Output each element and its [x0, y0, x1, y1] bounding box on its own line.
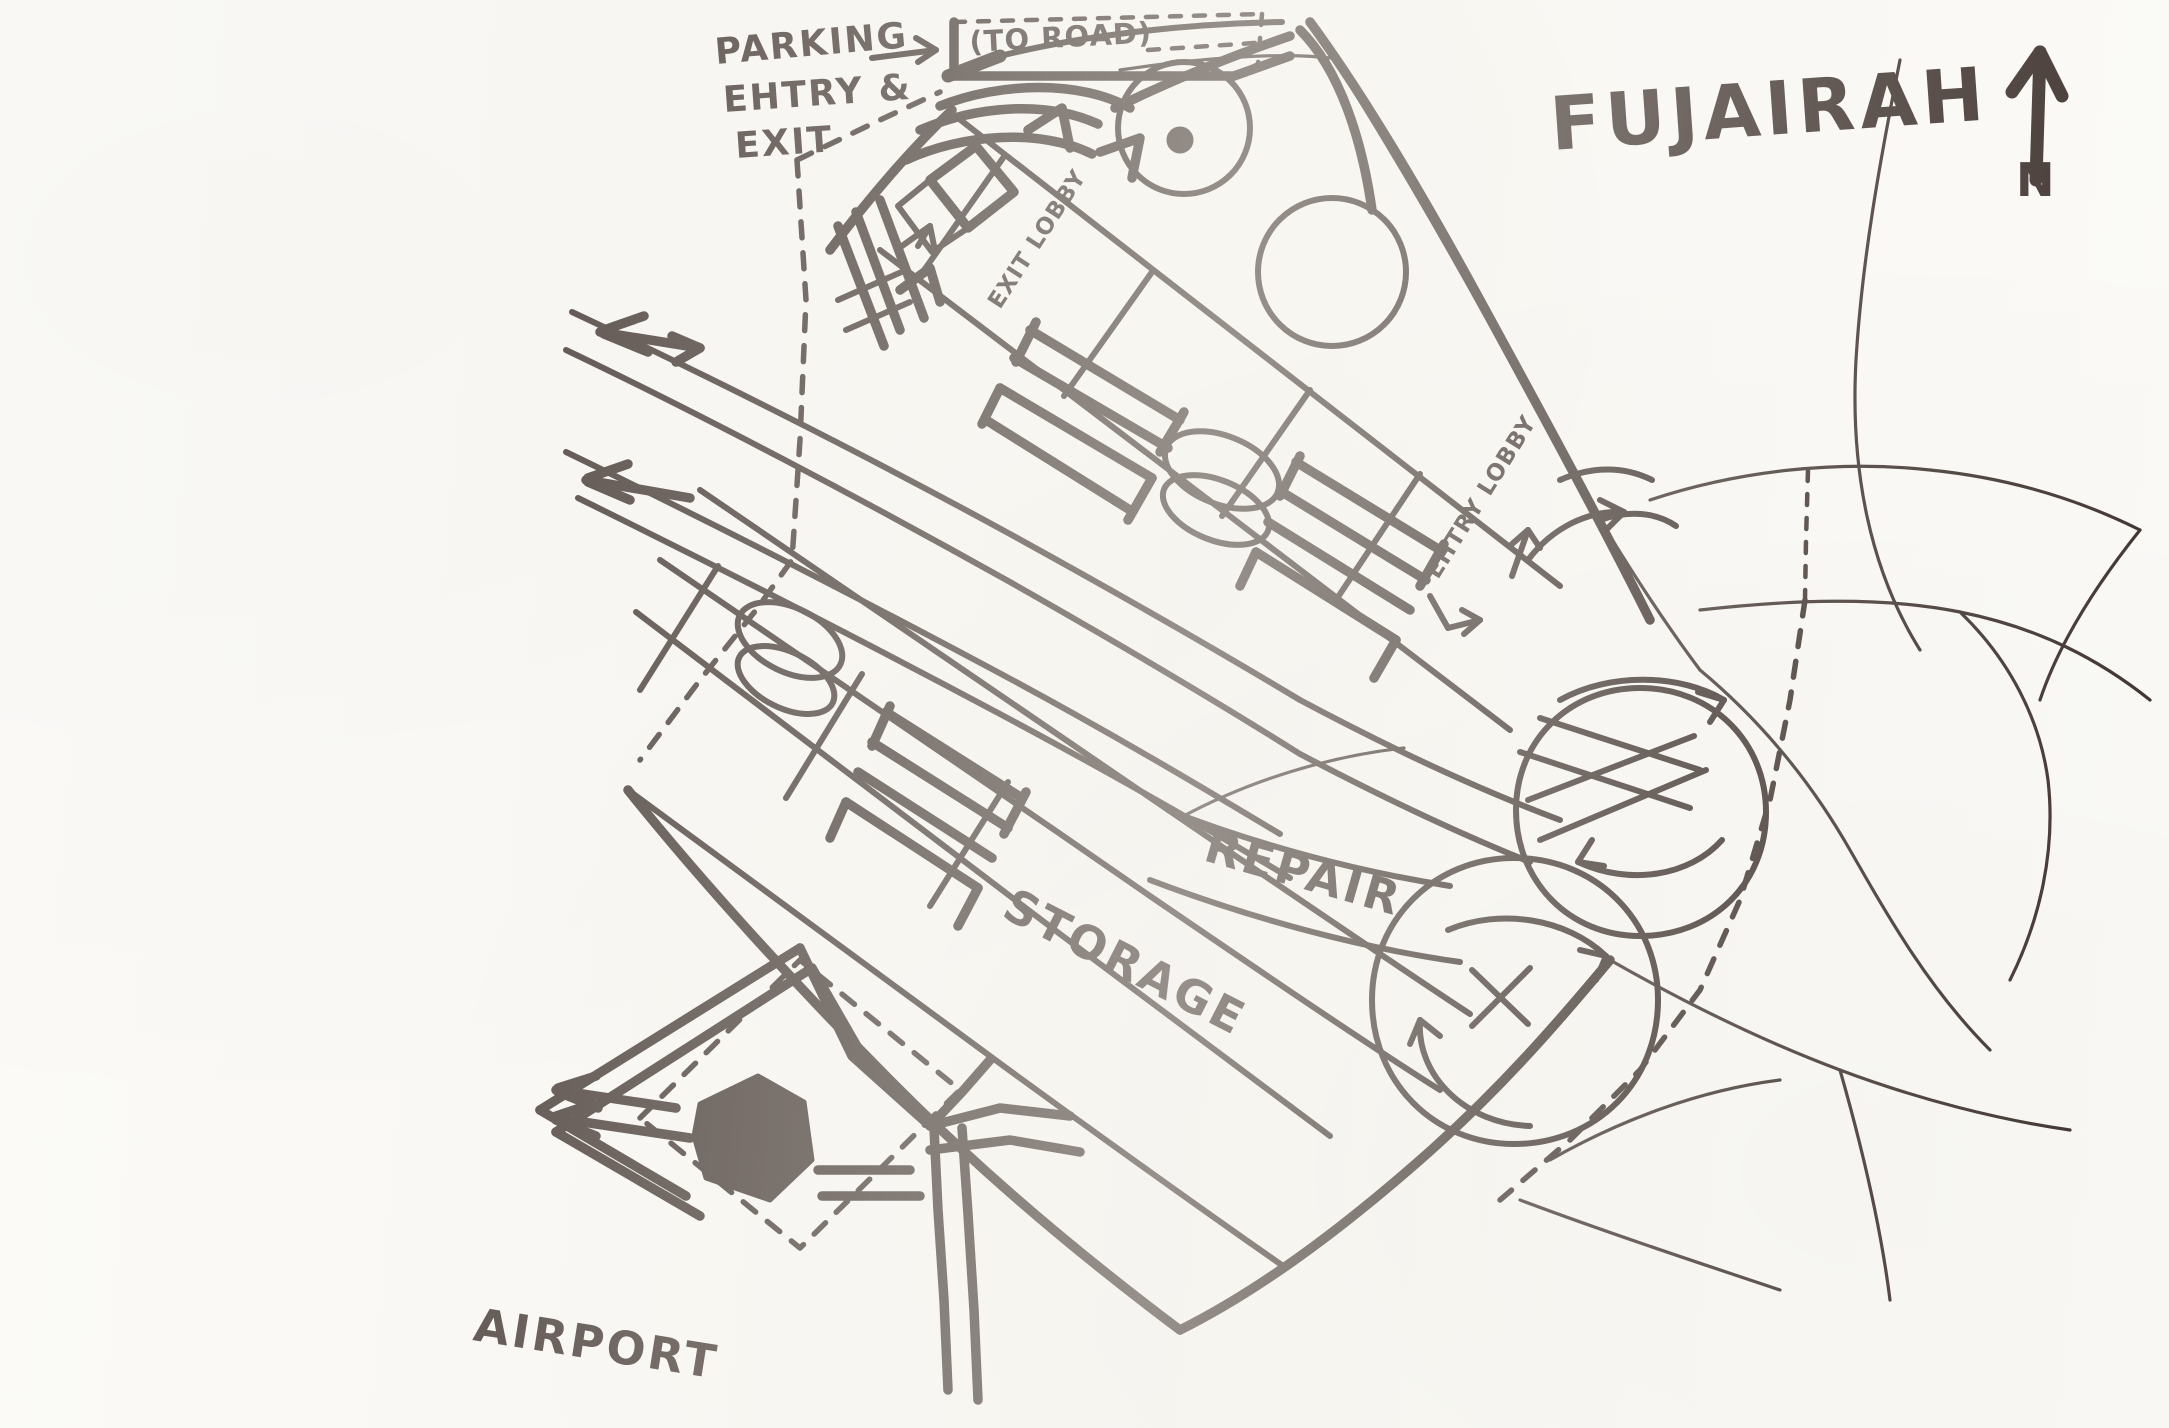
- right-interchange-roads: [1308, 20, 2152, 1302]
- label-parking-line1: PARKING: [713, 15, 909, 73]
- road-direction-arrows: [581, 311, 705, 505]
- main-road-top: [997, 19, 1332, 72]
- planter-islands: [734, 428, 1283, 717]
- to-road-callout-box: [949, 11, 1295, 81]
- label-parking-line3: EXIT: [734, 119, 835, 167]
- parking-entry-structure: [833, 49, 1145, 351]
- title-fujairah: FUJAIRAH: [1547, 52, 1991, 168]
- label-airport: AIRPORT: [470, 1298, 722, 1390]
- site-perimeter: [623, 17, 1655, 1335]
- compass-north: N: [2005, 45, 2069, 207]
- parking-bays-lower-left: [825, 701, 1031, 931]
- label-parking-line2: EHTRY &: [722, 67, 913, 121]
- parking-bays-upper-left: [977, 317, 1189, 525]
- label-exit-lobby: EXIT LOBBY: [983, 165, 1092, 313]
- airport-inset: [535, 943, 1085, 1405]
- parking-bays-right: [1235, 451, 1449, 683]
- parking-label-arrow: [869, 35, 939, 65]
- label-to-road: (TO ROAD): [969, 15, 1153, 59]
- compass-label-n: N: [2016, 153, 2058, 207]
- zone-divider-lines: [1147, 746, 1463, 965]
- entry-lobby-arrows: [1427, 466, 1679, 637]
- roundabout-upper: [1513, 676, 1769, 939]
- access-roads-left: [563, 309, 1563, 881]
- roundabout-lower: [1369, 855, 1661, 1147]
